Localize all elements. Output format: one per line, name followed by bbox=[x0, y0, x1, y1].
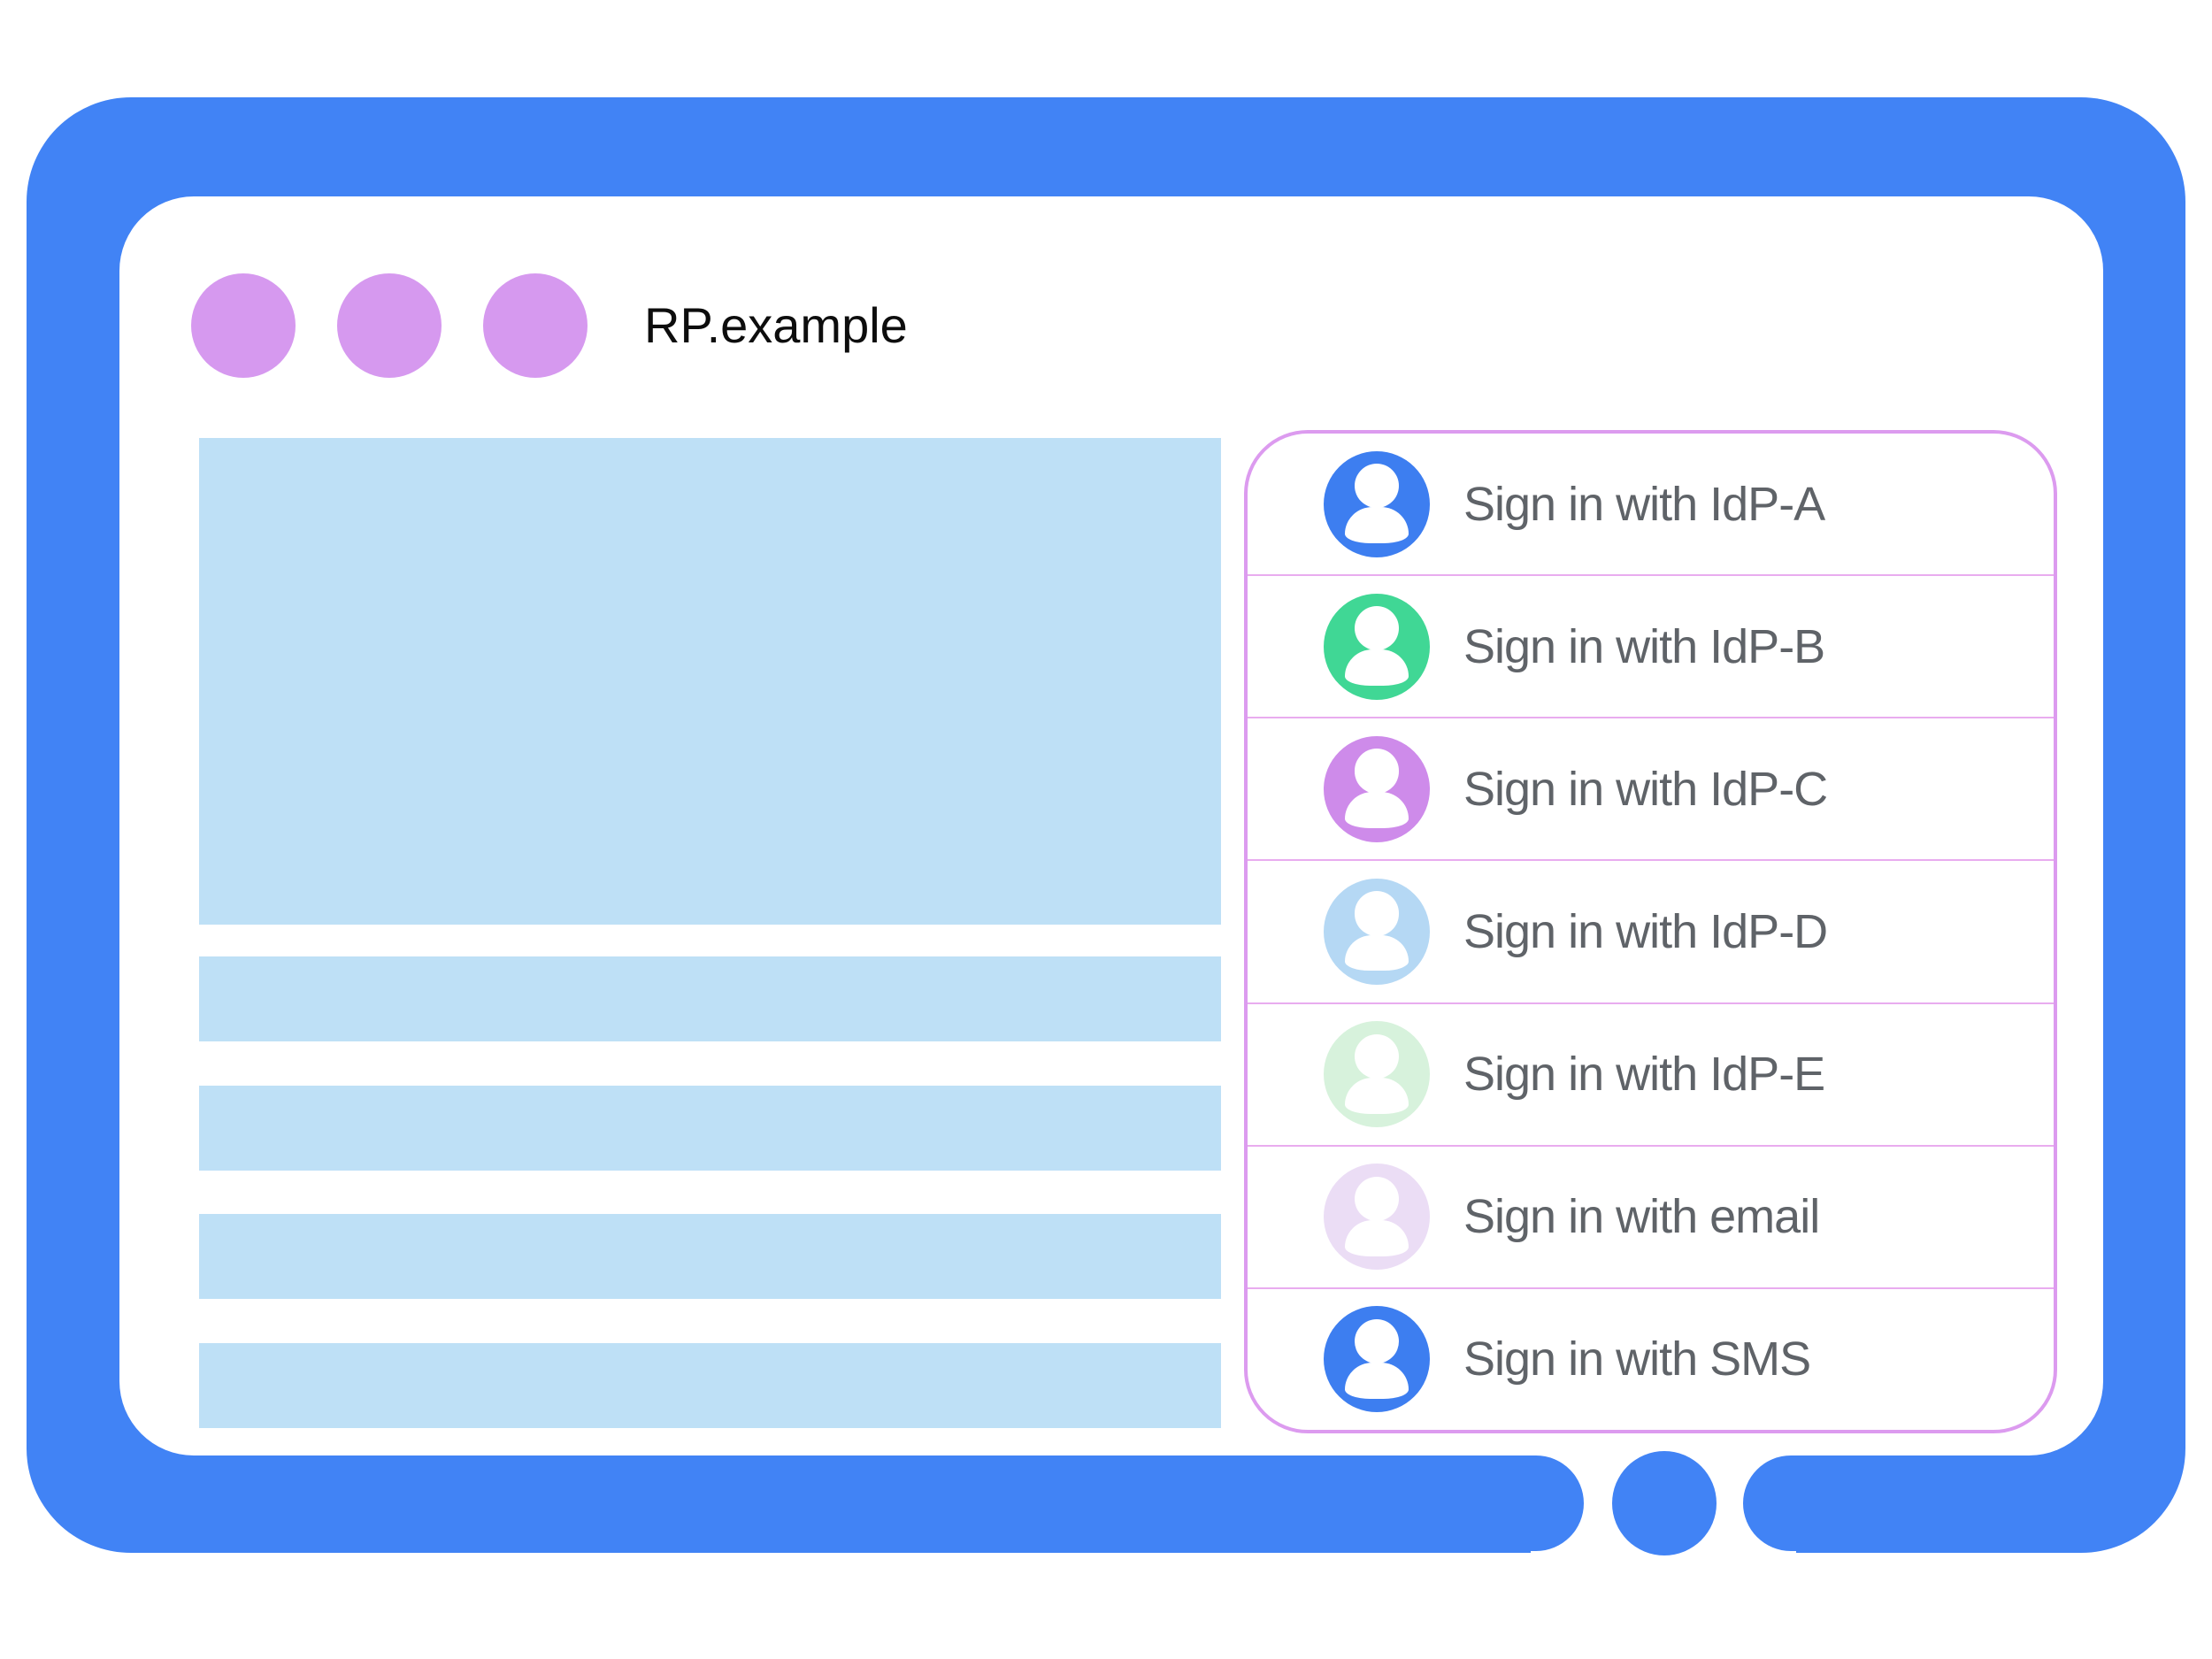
account-avatar-icon bbox=[1324, 878, 1430, 985]
signin-option-idp-c[interactable]: Sign in with IdP-C bbox=[1248, 717, 2054, 859]
avatar-head-shape bbox=[1354, 1033, 1400, 1079]
signin-option-idp-d[interactable]: Sign in with IdP-D bbox=[1248, 859, 2054, 1002]
text-line-placeholder bbox=[199, 1342, 1221, 1428]
signin-option-sms[interactable]: Sign in with SMS bbox=[1248, 1286, 2054, 1430]
account-avatar-icon bbox=[1324, 450, 1430, 557]
avatar-shoulders-shape bbox=[1345, 507, 1409, 543]
text-line-placeholder bbox=[199, 1085, 1221, 1171]
signin-option-email[interactable]: Sign in with email bbox=[1248, 1144, 2054, 1287]
avatar-head-shape bbox=[1354, 606, 1400, 651]
signin-option-label: Sign in with IdP-A bbox=[1463, 477, 1825, 531]
avatar-shoulders-shape bbox=[1345, 1219, 1409, 1256]
window-controls bbox=[191, 273, 588, 378]
account-avatar-icon bbox=[1324, 1164, 1430, 1271]
avatar-shoulders-shape bbox=[1345, 649, 1409, 687]
signin-option-idp-b[interactable]: Sign in with IdP-B bbox=[1248, 574, 2054, 717]
account-avatar-icon bbox=[1324, 1306, 1430, 1413]
avatar-shoulders-shape bbox=[1345, 1077, 1409, 1114]
avatar-head-shape bbox=[1354, 749, 1400, 794]
avatar-shoulders-shape bbox=[1345, 934, 1409, 972]
signin-option-label: Sign in with IdP-B bbox=[1463, 619, 1825, 673]
account-avatar-icon bbox=[1324, 735, 1430, 842]
text-placeholder-group bbox=[199, 956, 1221, 1428]
text-line-placeholder bbox=[199, 1214, 1221, 1300]
site-title: RP.example bbox=[644, 297, 908, 353]
signin-option-idp-a[interactable]: Sign in with IdP-A bbox=[1248, 434, 2054, 574]
signin-option-label: Sign in with email bbox=[1463, 1190, 1820, 1244]
window-control-dot[interactable] bbox=[191, 273, 296, 378]
frame-bottom-bar-left bbox=[1451, 1455, 1584, 1551]
avatar-head-shape bbox=[1354, 463, 1400, 509]
text-line-placeholder bbox=[199, 956, 1221, 1041]
signin-option-label: Sign in with SMS bbox=[1463, 1333, 1811, 1386]
window-control-dot[interactable] bbox=[483, 273, 588, 378]
signin-option-label: Sign in with IdP-E bbox=[1463, 1048, 1825, 1102]
avatar-head-shape bbox=[1354, 891, 1400, 936]
signin-chooser-panel: Sign in with IdP-A Sign in with IdP-B Si… bbox=[1244, 430, 2057, 1433]
signin-option-label: Sign in with IdP-C bbox=[1463, 762, 1828, 816]
frame-bottom-bar-right bbox=[1743, 1455, 1876, 1551]
signin-option-label: Sign in with IdP-D bbox=[1463, 904, 1828, 958]
avatar-shoulders-shape bbox=[1345, 1363, 1409, 1399]
account-avatar-icon bbox=[1324, 593, 1430, 700]
avatar-head-shape bbox=[1354, 1318, 1400, 1364]
home-button[interactable] bbox=[1612, 1451, 1717, 1555]
avatar-shoulders-shape bbox=[1345, 792, 1409, 829]
avatar-head-shape bbox=[1354, 1176, 1400, 1222]
hero-content-placeholder bbox=[199, 438, 1221, 925]
account-avatar-icon bbox=[1324, 1021, 1430, 1128]
signin-option-idp-e[interactable]: Sign in with IdP-E bbox=[1248, 1002, 2054, 1145]
window-control-dot[interactable] bbox=[337, 273, 442, 378]
